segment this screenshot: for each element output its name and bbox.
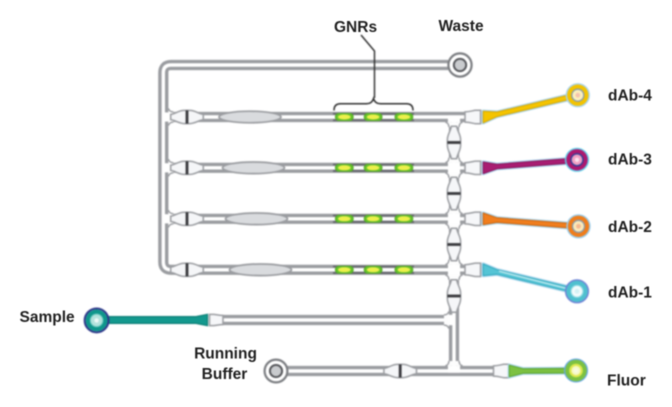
svg-text:dAb-1: dAb-1: [608, 285, 652, 302]
svg-text:Fluor: Fluor: [607, 373, 646, 390]
svg-text:Waste: Waste: [439, 18, 484, 35]
svg-text:Sample: Sample: [20, 309, 76, 326]
svg-text:GNRs: GNRs: [334, 19, 377, 36]
svg-text:Running: Running: [194, 346, 257, 363]
svg-text:dAb-2: dAb-2: [608, 219, 652, 236]
svg-text:dAb-4: dAb-4: [608, 88, 652, 105]
svg-text:Buffer: Buffer: [202, 366, 248, 383]
svg-text:dAb-3: dAb-3: [608, 152, 652, 169]
